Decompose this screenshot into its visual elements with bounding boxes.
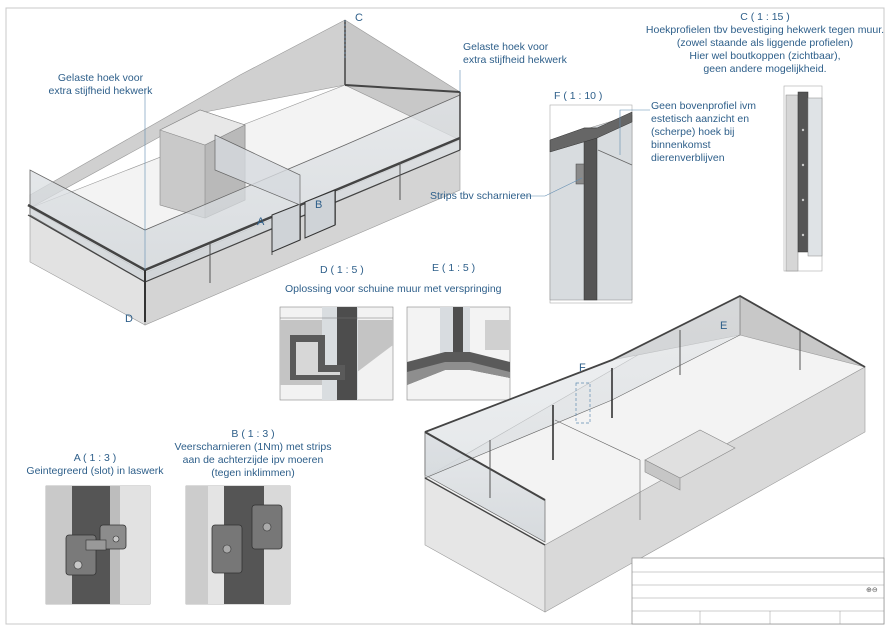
detail-f-title: F ( 1 : 10 ) — [554, 90, 603, 102]
detail-f-note: Geen bovenprofiel ivm estetisch aanzicht… — [651, 100, 756, 165]
detail-f-view — [549, 104, 633, 304]
detail-b-view — [185, 485, 291, 605]
detail-e-title: E ( 1 : 5 ) — [432, 262, 476, 274]
detail-b-line-1: Veerscharnieren (1Nm) met strips — [174, 441, 332, 453]
detail-b-line-2: aan de achterzijde ipv moeren — [182, 454, 324, 466]
detail-a-view — [45, 485, 151, 605]
detail-e-view — [406, 306, 511, 401]
detail-f-line-3: (scherpe) hoek bij — [651, 126, 735, 138]
detail-f-line-4: binnenkomst — [651, 139, 711, 151]
marker-b: B — [315, 199, 323, 211]
detail-f-line-1: Geen bovenprofiel ivm — [651, 100, 757, 112]
detail-c-title: C ( 1 : 15 ) — [740, 11, 790, 23]
marker-d: D — [125, 313, 133, 325]
detail-b-line-3: (tegen inklimmen) — [211, 467, 295, 479]
detail-a-text: Geintegreerd (slot) in laswerk — [26, 465, 164, 477]
detail-c-line-1: Hoekprofielen tbv bevestiging hekwerk te… — [645, 24, 885, 36]
hoek-right-line-1: Gelaste hoek voor — [463, 41, 549, 53]
marker-e: E — [720, 320, 728, 332]
detail-a-title: A ( 1 : 3 ) — [73, 452, 117, 464]
detail-d-title: D ( 1 : 5 ) — [320, 264, 364, 276]
detail-b-caption: B ( 1 : 3 ) Veerscharnieren (1Nm) met st… — [168, 428, 338, 480]
detail-d-view — [279, 306, 394, 401]
detail-c-view — [783, 85, 823, 272]
title-block-symbol: ⊕⊖ — [866, 587, 878, 594]
marker-f: F — [579, 362, 586, 374]
bottom-iso-view — [424, 294, 866, 613]
main-iso-view — [27, 19, 461, 326]
title-block — [631, 557, 885, 625]
strips-label: Strips tbv scharnieren — [430, 190, 532, 202]
marker-c: C — [355, 12, 363, 24]
label-hoek-left: Gelaste hoek voor extra stijfheid hekwer… — [48, 72, 153, 98]
leader-lines — [144, 88, 650, 197]
detail-f-line-5: dierenverblijven — [651, 152, 725, 164]
label-hoek-right: Gelaste hoek voor extra stijfheid hekwer… — [463, 41, 567, 67]
detail-c-line-3: Hier wel boutkoppen (zichtbaar), — [689, 50, 841, 62]
hoek-right-line-2: extra stijfheid hekwerk — [463, 54, 567, 66]
de-caption: Oplossing voor schuine muur met versprin… — [285, 283, 502, 295]
hoek-left-line-1: Gelaste hoek voor — [57, 72, 144, 84]
detail-b-title: B ( 1 : 3 ) — [231, 428, 275, 440]
detail-c-line-4: geen andere mogelijkheid. — [703, 63, 827, 75]
hoek-left-line-2: extra stijfheid hekwerk — [48, 85, 153, 97]
marker-a: A — [257, 216, 265, 228]
detail-c-line-2: (zowel staande als liggende profielen) — [676, 37, 854, 49]
detail-f-line-2: estetisch aanzicht en — [651, 113, 750, 125]
detail-a-caption: A ( 1 : 3 ) Geintegreerd (slot) in laswe… — [20, 452, 170, 478]
detail-c-caption: C ( 1 : 15 ) Hoekprofielen tbv bevestigi… — [645, 11, 885, 76]
